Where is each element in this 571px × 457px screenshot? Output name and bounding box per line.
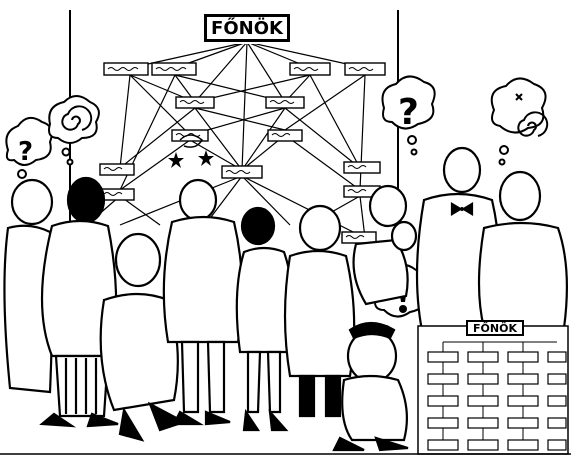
crowd [3, 146, 569, 452]
small-org-chart [417, 325, 569, 455]
svg-text:?: ? [398, 92, 419, 133]
svg-text:?: ? [18, 137, 33, 167]
star-icon [168, 150, 214, 168]
spiral-icon [61, 93, 549, 137]
org-chart-wall [69, 10, 399, 244]
question-mark-icon: ? ? [18, 92, 419, 167]
boss-label: FŐNÖK [202, 12, 292, 44]
boss-label-small: FŐNÖK [466, 320, 524, 336]
